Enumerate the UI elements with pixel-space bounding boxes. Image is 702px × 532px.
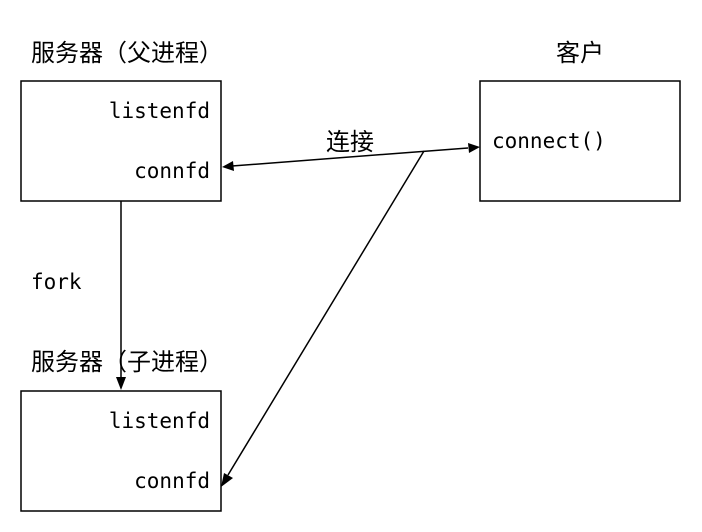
- child-connfd-arrowhead: [221, 473, 233, 487]
- fork-arrowhead: [116, 377, 126, 390]
- connection-arrowhead-client: [468, 143, 480, 153]
- client-title: 客户: [556, 39, 604, 67]
- child-listenfd-label: listenfd: [109, 409, 210, 433]
- parent-connfd-label: connfd: [134, 159, 210, 183]
- connection-label: 连接: [326, 128, 374, 156]
- parent-listenfd-label: listenfd: [109, 99, 210, 123]
- client-connect-label: connect(): [492, 129, 606, 153]
- child-connfd-label: connfd: [134, 469, 210, 493]
- connection-arrowhead-parent: [222, 161, 234, 171]
- child-server-box: [20, 390, 222, 512]
- child-connfd-edge: [227, 150, 425, 476]
- child-server-title: 服务器（子进程）: [31, 348, 223, 376]
- parent-server-title: 服务器（父进程）: [31, 39, 223, 67]
- connection-edge: [231, 147, 469, 167]
- fork-label: fork: [31, 270, 82, 294]
- parent-server-box: [20, 80, 222, 202]
- client-box: [479, 80, 681, 202]
